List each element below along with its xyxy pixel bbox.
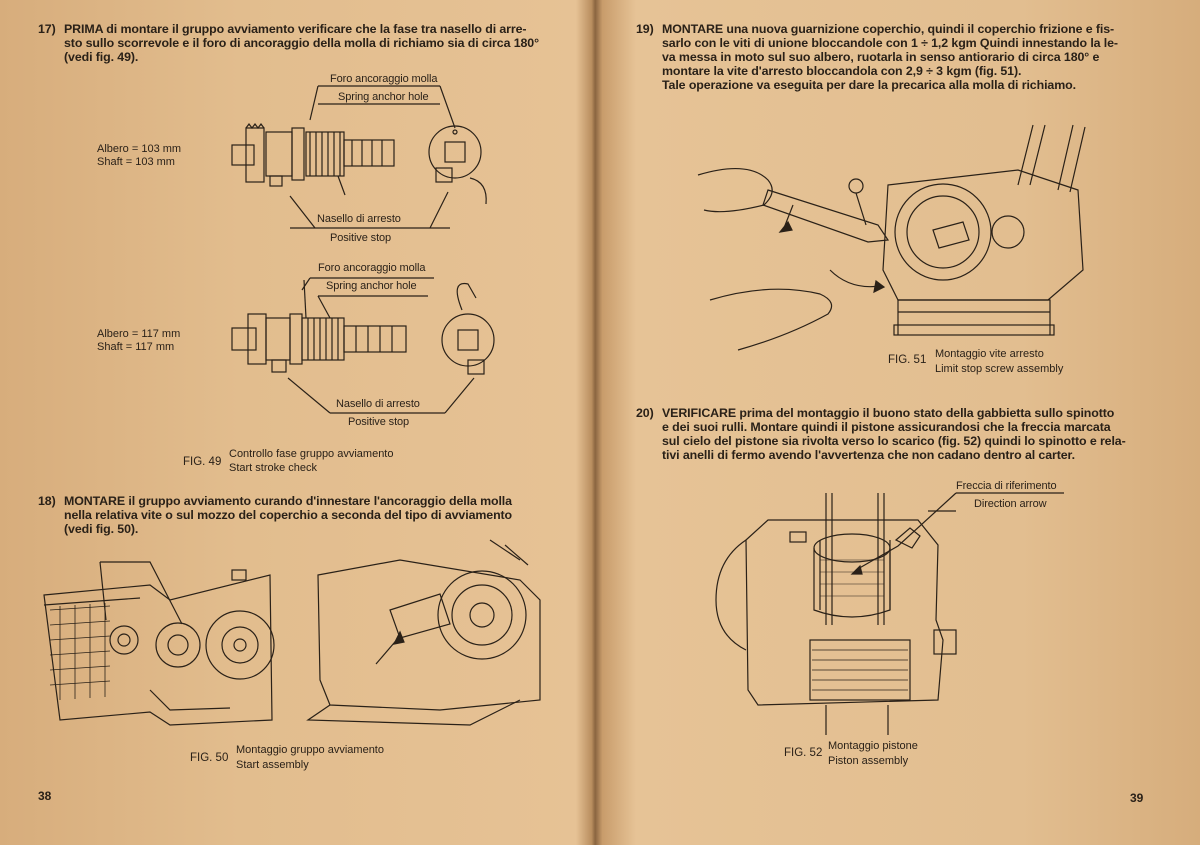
- fig51-engine: [882, 124, 1086, 336]
- fig52-caption-it: Montaggio pistone: [828, 740, 918, 752]
- step-18-line: nella relativa vite o sul mozzo del cope…: [64, 508, 513, 522]
- fig49-drawing: [231, 85, 495, 414]
- fig49-bottom-stop-it: Nasello di arresto: [336, 398, 420, 410]
- step-18-line: MONTARE il gruppo avviamento curando d'i…: [64, 494, 512, 508]
- step-19-line: sarlo con le viti di unione bloccandole …: [662, 36, 1118, 50]
- fig49-top-anchor-it: Foro ancoraggio molla: [330, 73, 438, 85]
- step-18-line: (vedi fig. 50).: [64, 522, 139, 536]
- step-17-number: 17): [38, 22, 56, 36]
- fig52-arrow-en: Direction arrow: [974, 498, 1047, 510]
- right-page-number: 39: [1130, 791, 1144, 805]
- step-20-line: sul cielo del pistone sia rivolta verso …: [662, 434, 1126, 448]
- fig50-caption: FIG. 50 Montaggio gruppo avviamento Star…: [190, 744, 430, 774]
- fig50-left-cover: [43, 561, 275, 726]
- fig49-top-shaft-it: Albero = 103 mm: [97, 143, 182, 155]
- fig52-number: FIG. 52: [784, 747, 823, 759]
- left-page: 17) PRIMA di montare il gruppo avviament…: [0, 0, 590, 845]
- fig51-caption-it: Montaggio vite arresto: [935, 348, 1044, 360]
- step-20: 20) VERIFICARE prima del montaggio il bu…: [636, 406, 1176, 466]
- fig49-caption-it: Controllo fase gruppo avviamento: [229, 448, 394, 460]
- fig49-bottom-end-view: [441, 282, 495, 375]
- fig49-bottom-leaders: [287, 277, 475, 414]
- fig49-caption: FIG. 49 Controllo fase gruppo avviamento…: [183, 448, 423, 478]
- step-19-line: va messa in moto sul suo albero, ruotarl…: [662, 50, 1100, 64]
- fig49-top-assembly: [231, 123, 395, 196]
- fig49-top-end-view: [428, 125, 487, 205]
- fig51-drawing: [697, 124, 1086, 351]
- fig51-caption: FIG. 51 Montaggio vite arresto Limit sto…: [888, 348, 1088, 378]
- step-20-number: 20): [636, 406, 654, 420]
- fig49-number: FIG. 49: [183, 456, 222, 468]
- step-17-line: PRIMA di montare il gruppo avviamento ve…: [64, 22, 527, 36]
- step-20-line: e dei suoi rulli. Montare quindi il pist…: [662, 420, 1111, 434]
- fig50-number: FIG. 50: [190, 752, 229, 764]
- fig49-top-stop-it: Nasello di arresto: [317, 213, 401, 225]
- fig52-drawing: [715, 492, 1064, 735]
- fig50-drawing: [43, 539, 541, 726]
- fig50-right-engine: [306, 539, 541, 726]
- fig49-top-leaders: [289, 85, 456, 229]
- fig49-bottom-assembly: [231, 279, 407, 373]
- fig49-top-shaft-en: Shaft = 103 mm: [97, 156, 175, 168]
- fig49-bottom-anchor-en: Spring anchor hole: [326, 280, 417, 292]
- fig52-crankcase: [715, 519, 957, 735]
- fig49-bottom-stop-en: Positive stop: [348, 416, 410, 428]
- step-19-line: Tale operazione va eseguita per dare la …: [662, 78, 1076, 92]
- step-18: 18) MONTARE il gruppo avviamento curando…: [38, 494, 578, 540]
- step-20-line: VERIFICARE prima del montaggio il buono …: [662, 406, 1115, 420]
- right-page: 19) MONTARE una nuova guarnizione coperc…: [598, 0, 1200, 845]
- fig51-caption-en: Limit stop screw assembly: [935, 363, 1064, 375]
- fig49-caption-en: Start stroke check: [229, 462, 318, 474]
- fig49-bottom-shaft-en: Shaft = 117 mm: [97, 341, 175, 353]
- fig52-piston: [813, 493, 921, 625]
- fig52-arrow-it: Freccia di riferimento: [956, 480, 1057, 492]
- step-17: 17) PRIMA di montare il gruppo avviament…: [38, 22, 578, 68]
- fig49-top-anchor-en: Spring anchor hole: [338, 91, 429, 103]
- fig51-number: FIG. 51: [888, 354, 927, 366]
- step-19: 19) MONTARE una nuova guarnizione coperc…: [636, 22, 1176, 98]
- step-18-number: 18): [38, 494, 56, 508]
- step-20-line: tivi anelli di fermo avendo l'avvertenza…: [662, 448, 1075, 462]
- step-19-number: 19): [636, 22, 654, 36]
- step-19-line: MONTARE una nuova guarnizione coperchio,…: [662, 22, 1115, 36]
- fig49-bottom-anchor-it: Foro ancoraggio molla: [318, 262, 426, 274]
- fig51-lever-and-hands: [697, 167, 890, 351]
- left-page-number: 38: [38, 789, 52, 803]
- fig52-caption: FIG. 52 Montaggio pistone Piston assembl…: [784, 740, 984, 770]
- fig50-caption-en: Start assembly: [236, 759, 309, 771]
- step-17-line: (vedi fig. 49).: [64, 50, 139, 64]
- step-19-line: montare la vite d'arresto bloccandola co…: [662, 64, 1022, 78]
- fig52-caption-en: Piston assembly: [828, 755, 909, 767]
- fig49-bottom-shaft-it: Albero = 117 mm: [97, 328, 181, 340]
- fig50-caption-it: Montaggio gruppo avviamento: [236, 744, 384, 756]
- fig49-top-stop-en: Positive stop: [330, 232, 392, 244]
- step-17-line: sto sullo scorrevole e il foro di ancora…: [64, 36, 539, 50]
